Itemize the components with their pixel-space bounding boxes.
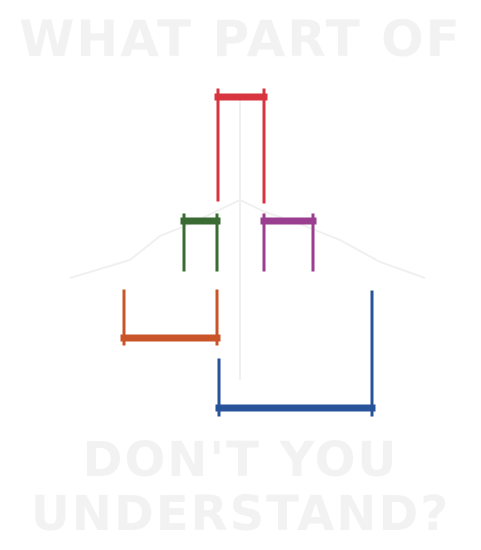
top-headline: WHAT PART OF [19,10,462,68]
purple-bracket [260,213,317,272]
bottom-headline-line1: DON'T YOU [82,432,399,488]
hand-silhouette [69,198,426,279]
hand-outline-icon [69,100,426,380]
orange-bracket [120,289,221,346]
green-bracket [180,213,221,272]
blue-bracket [215,290,376,417]
red-bracket [214,88,268,204]
bottom-headline-line2: UNDERSTAND? [30,486,451,542]
